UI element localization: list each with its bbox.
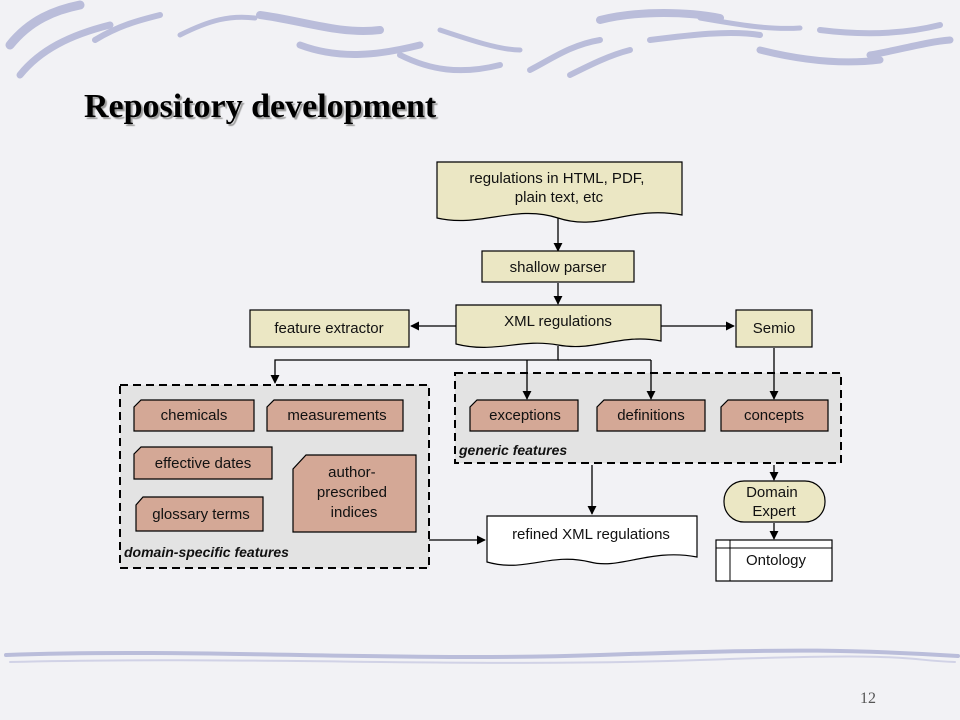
chemicals-label: chemicals — [161, 407, 228, 424]
effective-dates-node — [133, 446, 273, 480]
input-documents-label: regulations in HTML, PDF, plain text, et… — [469, 170, 648, 206]
input-documents-node — [436, 161, 683, 223]
generic-label: generic features — [458, 442, 567, 458]
semio-label: Semio — [753, 320, 796, 337]
page-number: 12 — [860, 690, 876, 707]
connectors — [270, 215, 779, 545]
refined-xml-label: refined XML regulations — [512, 526, 670, 543]
refined-xml-node — [486, 515, 698, 566]
arrow-xml-to-domain-features — [270, 346, 559, 384]
domain-expert-node — [723, 480, 826, 523]
semio-node — [735, 309, 813, 348]
ontology-node — [715, 539, 833, 582]
feature-extractor-node — [249, 309, 410, 348]
measurements-node — [266, 399, 404, 432]
xml-regulations-label: XML regulations — [504, 313, 612, 330]
ontology-label: Ontology — [746, 552, 807, 569]
author-indices-label: author- prescribed indices — [317, 464, 391, 521]
concepts-node — [720, 399, 829, 432]
shallow-parser-node — [481, 250, 635, 283]
chemicals-node — [133, 399, 255, 432]
feature-extractor-label: feature extractor — [274, 320, 383, 337]
glossary-terms-node — [135, 496, 264, 532]
exceptions-label: exceptions — [489, 407, 561, 424]
exceptions-node — [469, 399, 579, 432]
shallow-parser-label: shallow parser — [510, 259, 607, 276]
slide-title: Repository development — [84, 88, 437, 125]
domain-expert-label: Domain Expert — [746, 484, 802, 520]
xml-regulations-node — [455, 304, 662, 348]
domain-specific-label: domain-specific features — [124, 544, 289, 560]
measurements-label: measurements — [287, 407, 386, 424]
effective-dates-label: effective dates — [155, 455, 251, 472]
author-indices-node — [292, 454, 417, 533]
definitions-node — [596, 399, 706, 432]
concepts-label: concepts — [744, 407, 804, 424]
definitions-label: definitions — [617, 407, 685, 424]
glossary-terms-label: glossary terms — [152, 506, 250, 523]
